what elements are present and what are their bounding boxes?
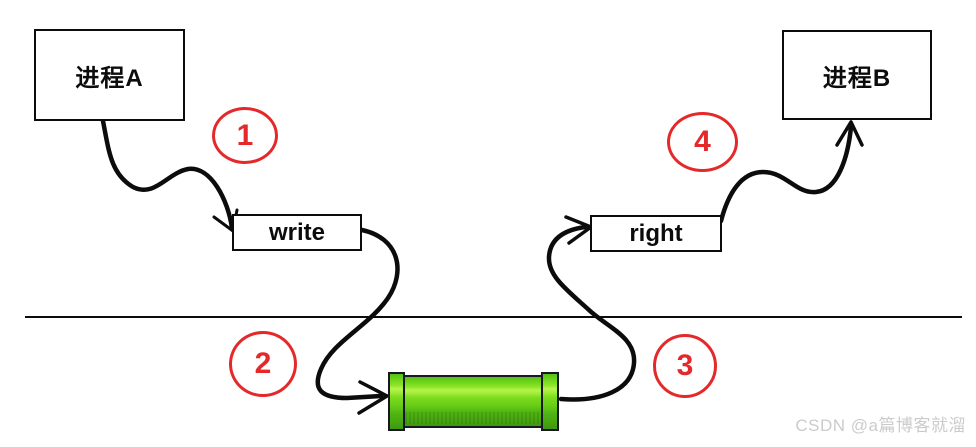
step-2-number: 2 (254, 347, 272, 380)
read-label: right (629, 219, 683, 247)
step-3-number: 3 (676, 349, 694, 382)
arrow-write-to-pipe (315, 227, 400, 401)
step-badge-1: 1 (212, 107, 278, 164)
process-b-label: 进程B (822, 64, 892, 92)
step-1-number: 1 (236, 118, 254, 152)
arrowhead-process-b (835, 120, 864, 147)
arrow-right-to-process-b (718, 124, 854, 224)
step-badge-4: 4 (667, 112, 738, 172)
step-4-number: 4 (694, 125, 711, 158)
arrowhead-right-in (564, 215, 593, 245)
read-operation-box: right (590, 215, 722, 252)
pipe-right-cap (541, 372, 559, 431)
process-a-label: 进程A (75, 64, 144, 92)
arrow-pipe-to-right (546, 224, 637, 402)
write-operation-box: write (232, 214, 362, 251)
arrowhead-pipe-in (357, 380, 389, 415)
process-b-box: 进程B (782, 30, 932, 120)
watermark-text: CSDN @a篇博客就溜 (795, 416, 966, 435)
pipe-texture (405, 412, 541, 424)
step-badge-3: 3 (653, 334, 717, 398)
step-badge-2: 2 (229, 331, 297, 397)
write-label: write (268, 218, 325, 246)
arrow-process-a-to-write (100, 118, 235, 231)
pipe-icon (403, 375, 543, 428)
process-a-box: 进程A (34, 29, 185, 121)
